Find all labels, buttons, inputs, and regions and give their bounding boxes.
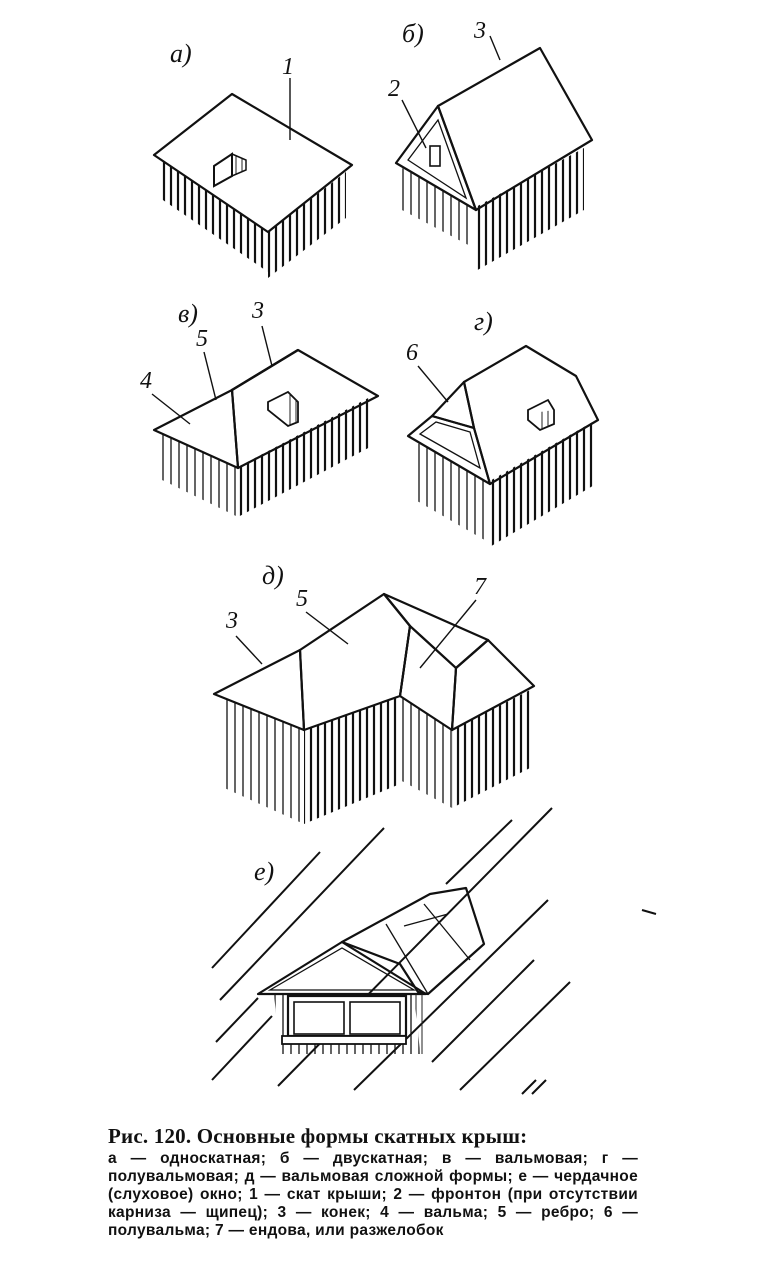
callout-2: 2 (388, 76, 400, 102)
caption-body: а — односкатная; б — двускатная; в — вал… (108, 1150, 638, 1239)
chimney (213, 152, 233, 188)
callout-3: 3 (251, 298, 264, 324)
wall-side (236, 396, 372, 518)
panel-g-half-hip-roof: г) 6 (406, 307, 600, 548)
panel-v-hip-roof: в) 3 5 4 (140, 298, 380, 518)
window-sill (281, 1035, 407, 1045)
panel-g-label: г) (474, 307, 493, 336)
dormer-roof (340, 886, 486, 996)
panel-a-label: а) (170, 39, 192, 68)
panel-a-single-pitch-roof: а) 1 (152, 39, 354, 278)
callout-4: 4 (140, 368, 152, 394)
figure-caption: Рис. 120. Основные формы скатных крыш: а… (108, 1124, 638, 1240)
panel-v-label: в) (178, 299, 198, 328)
hip-right (450, 638, 536, 732)
roof-slope (462, 344, 600, 486)
panel-d-label: д) (262, 561, 284, 590)
dormer-window-left (293, 1001, 345, 1035)
panel-b-label: б) (402, 19, 424, 48)
scan-mark (641, 909, 657, 915)
wall-left-side (304, 696, 400, 824)
panel-e-dormer-window: е) (211, 807, 571, 1095)
wall-long-side (488, 420, 596, 548)
roof-slope (436, 46, 594, 212)
dormer-window-right (349, 1001, 401, 1035)
wall-long-side (474, 148, 584, 272)
wall-right-side (452, 690, 530, 808)
wall-right-end (400, 696, 452, 808)
callout-3: 3 (473, 18, 486, 44)
wall-gable-side (412, 440, 488, 542)
callout-5: 3 (225, 608, 238, 634)
callout-7: 7 (474, 574, 487, 600)
wall-left-end (220, 696, 304, 824)
callout-6: 6 (406, 340, 418, 366)
panel-d-complex-hip-roof: д) 5 3 7 (212, 561, 536, 824)
gable-window (429, 145, 441, 167)
wall-front (160, 158, 268, 272)
wall-gable-side (402, 168, 474, 248)
wall-side (268, 172, 346, 278)
wall-front (158, 432, 236, 516)
callout-3: 5 (296, 586, 308, 612)
panel-e-label: е) (254, 857, 274, 886)
callout-1: 1 (282, 54, 294, 80)
half-hip (430, 380, 476, 430)
callout-5: 5 (196, 326, 208, 352)
caption-title: Рис. 120. Основные формы скатных крыш: (108, 1124, 528, 1148)
roof-forms-figure: а) 1 б) 3 2 в) (140, 18, 657, 1095)
roof-slope (152, 92, 354, 234)
panel-b-gable-roof: б) 3 2 (388, 18, 594, 272)
